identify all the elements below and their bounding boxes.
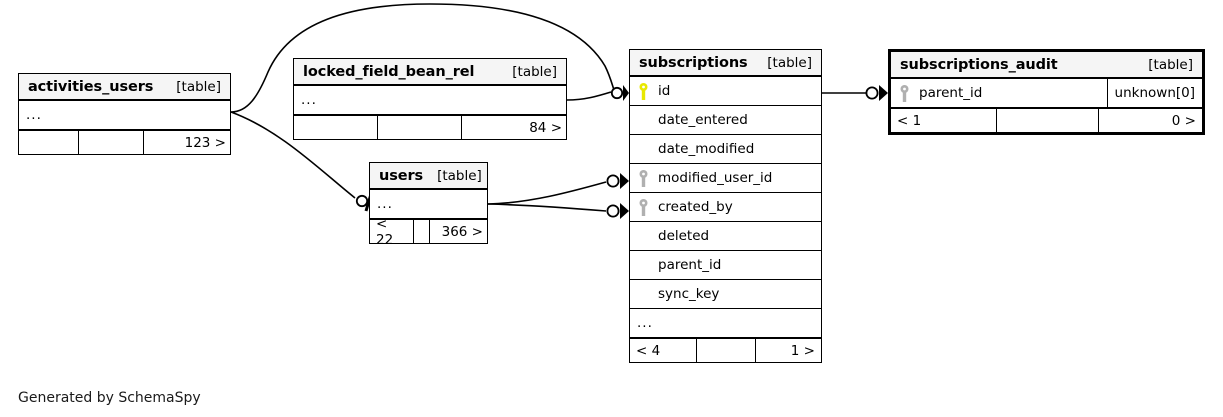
primary-key-icon: [639, 82, 647, 100]
table-header-subscriptions: subscriptions [table]: [630, 50, 821, 77]
table-row-created_by[interactable]: created_by: [630, 193, 821, 222]
generated-by-caption: Generated by SchemaSpy: [18, 390, 201, 406]
column-name: modified_user_id: [658, 170, 773, 186]
table-type-tag: [table]: [176, 78, 221, 95]
table-type-tag: [table]: [437, 167, 482, 184]
footer-cell-1: [79, 131, 144, 154]
key-icon-cell: [630, 169, 656, 187]
table-row-ellipsis[interactable]: ...: [370, 190, 487, 219]
table-title: subscriptions: [639, 54, 748, 71]
key-icon-cell: [630, 198, 656, 216]
footer-cell-0[interactable]: [294, 116, 378, 139]
table-header-users: users [table]: [370, 163, 487, 190]
footer-cell-0[interactable]: < 4: [630, 339, 697, 362]
column-name: created_by: [658, 199, 733, 215]
column-name: parent_id: [658, 257, 722, 273]
table-footer-locked_field_bean_rel: 84 >: [294, 115, 566, 139]
table-title: locked_field_bean_rel: [303, 63, 475, 80]
table-type-tag: [table]: [1148, 56, 1193, 73]
table-footer-subscriptions_audit: < 1 0 >: [891, 108, 1202, 132]
table-row-deleted[interactable]: deleted: [630, 222, 821, 251]
table-node-activities_users[interactable]: activities_users [table]... 123 >: [18, 73, 231, 155]
table-node-subscriptions_audit[interactable]: subscriptions_audit [table] parent_id unkno…: [888, 49, 1205, 135]
table-row-id[interactable]: id: [630, 77, 821, 106]
edge-locked-field-bean-rel-to-subscriptions-id: [566, 91, 612, 101]
column-name: parent_id: [919, 85, 983, 101]
table-node-subscriptions[interactable]: subscriptions [table] id date_entered date_m…: [629, 49, 822, 363]
footer-cell-0[interactable]: < 1: [891, 109, 997, 132]
column-name: date_entered: [658, 112, 748, 128]
table-row-date_entered[interactable]: date_entered: [630, 106, 821, 135]
table-node-users[interactable]: users [table]...< 22 366 >: [369, 162, 488, 244]
column-type: unknown[0]: [1106, 79, 1202, 107]
footer-cell-2[interactable]: 84 >: [529, 119, 562, 136]
marker-zero-crow-foot-modified-user-id: [606, 173, 629, 189]
table-row-date_modified[interactable]: date_modified: [630, 135, 821, 164]
table-row-ellipsis[interactable]: ...: [630, 309, 821, 338]
column-name: sync_key: [658, 286, 720, 302]
marker-zero-crow-foot-subscriptions-audit-parent-id: [865, 85, 888, 101]
column-name: id: [658, 83, 671, 99]
table-row-ellipsis[interactable]: ...: [19, 101, 230, 130]
footer-cell-0[interactable]: [19, 131, 79, 154]
table-title: activities_users: [28, 78, 154, 95]
table-type-tag: [table]: [767, 54, 812, 71]
footer-cell-2[interactable]: 0 >: [1171, 112, 1196, 129]
edge-users-to-subscriptions-created-by: [487, 203, 607, 212]
table-header-locked_field_bean_rel: locked_field_bean_rel [table]: [294, 59, 566, 86]
footer-cell-2[interactable]: 123 >: [184, 134, 226, 151]
footer-cell-1: [378, 116, 462, 139]
footer-cell-1: [997, 109, 1099, 132]
table-type-tag: [table]: [512, 63, 557, 80]
footer-cell-1: [414, 220, 430, 243]
table-footer-subscriptions: < 4 1 >: [630, 338, 821, 362]
table-row-sync_key[interactable]: sync_key: [630, 280, 821, 309]
table-footer-activities_users: 123 >: [19, 130, 230, 154]
edge-users-to-subscriptions-modified-user-id: [487, 181, 607, 205]
footer-cell-0[interactable]: < 22: [370, 220, 414, 243]
table-header-subscriptions_audit: subscriptions_audit [table]: [891, 52, 1202, 79]
foreign-key-icon: [639, 198, 647, 216]
column-name: date_modified: [658, 141, 755, 157]
table-row-parent_id[interactable]: parent_id unknown[0]: [891, 79, 1202, 108]
key-icon-cell: [630, 82, 656, 100]
table-row-ellipsis[interactable]: ...: [294, 86, 566, 115]
foreign-key-icon: [639, 169, 647, 187]
foreign-key-icon: [900, 84, 908, 102]
footer-cell-1: [697, 339, 756, 362]
table-title: subscriptions_audit: [900, 56, 1058, 73]
footer-cell-2[interactable]: 1 >: [790, 342, 815, 359]
key-icon-cell: [891, 84, 917, 102]
table-row-modified_user_id[interactable]: modified_user_id: [630, 164, 821, 193]
table-footer-users: < 22 366 >: [370, 219, 487, 243]
marker-zero-one-subscriptions-id: [610, 85, 629, 101]
table-title: users: [379, 167, 424, 184]
table-row-parent_id[interactable]: parent_id: [630, 251, 821, 280]
table-header-activities_users: activities_users [table]: [19, 74, 230, 101]
table-node-locked_field_bean_rel[interactable]: locked_field_bean_rel [table]... 84 >: [293, 58, 567, 140]
marker-zero-crow-foot-created-by: [606, 203, 629, 219]
footer-cell-2[interactable]: 366 >: [441, 223, 483, 240]
column-name: deleted: [658, 228, 710, 244]
